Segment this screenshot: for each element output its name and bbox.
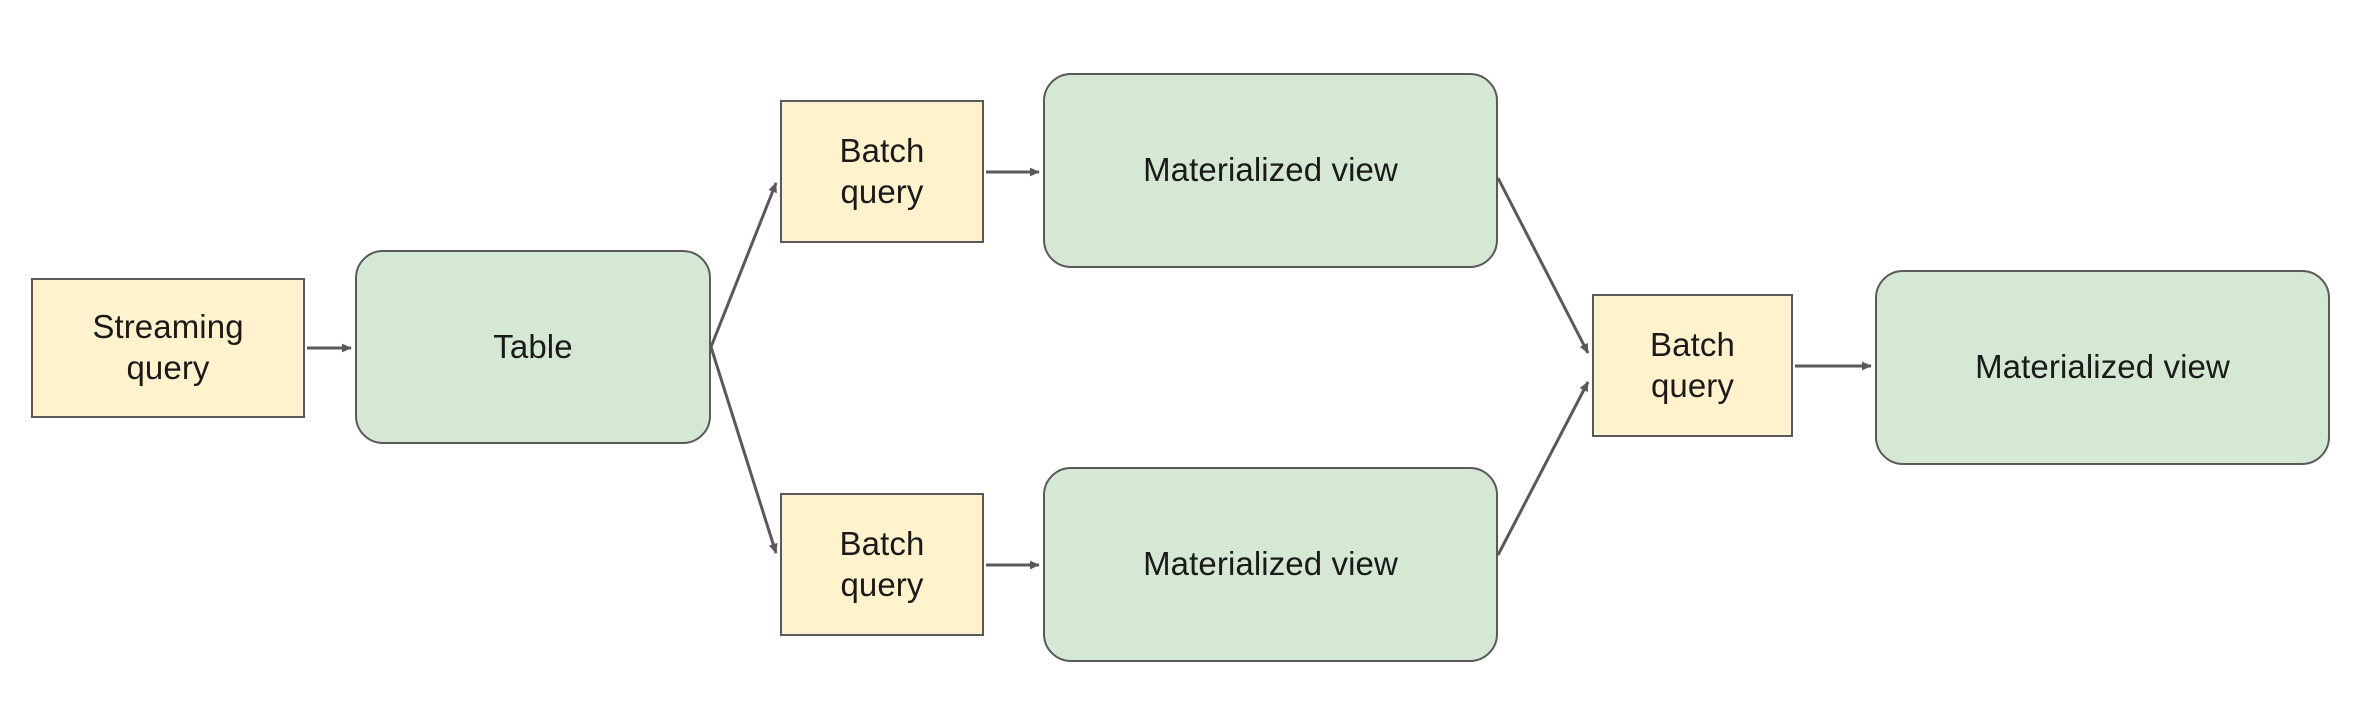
edge-table-to-batch-top (709, 182, 778, 348)
node-label-materialized-view-bottom: Materialized view (1143, 545, 1398, 583)
node-materialized-view-bottom[interactable]: Materialized view (1043, 467, 1498, 662)
node-label-batch-query-top: Batch query (839, 131, 925, 210)
node-label-table: Table (493, 327, 573, 365)
node-batch-query-join[interactable]: Batch query (1592, 294, 1793, 437)
node-label-materialized-view-top: Materialized view (1143, 151, 1398, 189)
node-batch-query-top[interactable]: Batch query (780, 100, 984, 243)
edge-mv-top-to-batch-join (1496, 177, 1590, 354)
node-batch-query-bottom[interactable]: Batch query (780, 493, 984, 636)
edge-table-to-batch-bottom (709, 346, 778, 554)
node-label-batch-query-bottom: Batch query (839, 524, 925, 603)
node-materialized-view-final[interactable]: Materialized view (1875, 270, 2330, 465)
node-label-batch-query-join: Batch query (1650, 325, 1735, 404)
node-label-materialized-view-final: Materialized view (1975, 348, 2230, 386)
node-table[interactable]: Table (355, 250, 711, 444)
node-streaming-query[interactable]: Streaming query (31, 278, 305, 418)
node-materialized-view-top[interactable]: Materialized view (1043, 73, 1498, 268)
node-label-streaming-query: Streaming query (92, 308, 244, 386)
edge-mv-bottom-to-batch-join (1496, 381, 1590, 556)
